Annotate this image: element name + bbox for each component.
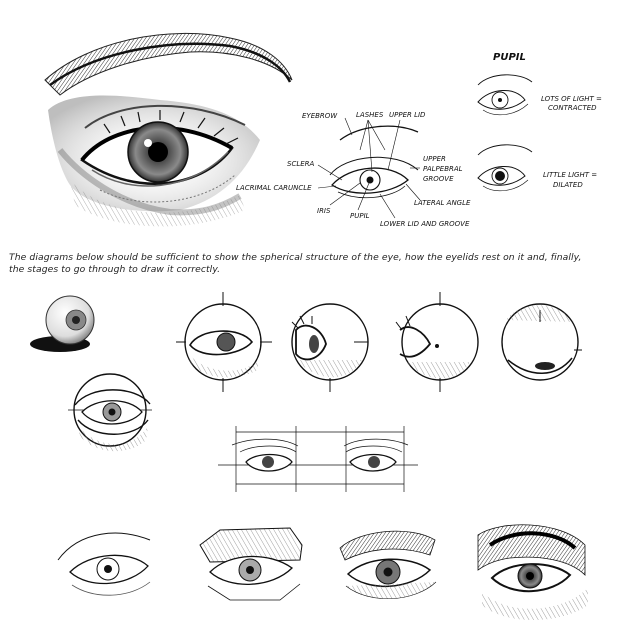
realistic-eye-drawing	[44, 33, 293, 227]
sphere-studies	[30, 292, 582, 452]
sphere-looking-down	[501, 303, 582, 381]
stage-2-planes	[199, 527, 303, 601]
pupil-state-2-line-2: DILATED	[553, 181, 583, 189]
sphere-three-quarter-view	[395, 292, 479, 392]
eyebrow-shading	[44, 33, 293, 96]
label-upper-lid: UPPER LID	[389, 111, 426, 119]
label-upper-palpebral-groove-2: PALPEBRAL	[423, 165, 463, 173]
explanatory-caption: The diagrams below should be sufficient …	[9, 252, 613, 276]
label-sclera: SCLERA	[287, 160, 315, 168]
label-upper-palpebral-groove-3: GROOVE	[423, 175, 454, 183]
label-lateral-angle: LATERAL ANGLE	[414, 199, 471, 207]
drawing-stages-row	[57, 524, 588, 620]
label-lower-lid-and-groove: LOWER LID AND GROOVE	[380, 220, 470, 228]
label-lashes: LASHES	[356, 111, 384, 119]
eyes-construction-guide	[218, 426, 418, 492]
pupil-state-1-line-1: LOTS OF LIGHT =	[541, 95, 602, 103]
label-upper-palpebral-groove-1: UPPER	[423, 155, 446, 163]
lashes-strokes	[103, 110, 239, 145]
caption-line-1: The diagrams below should be sufficient …	[9, 252, 582, 263]
label-iris: IRIS	[317, 207, 331, 215]
stage-4-finished	[477, 524, 588, 620]
pupil-panel: PUPIL LOTS OF LIGHT = CONTRACTED LITTLE …	[477, 52, 602, 192]
caption-line-2: the stages to go through to draw it corr…	[9, 264, 221, 275]
pupil-state-1-line-2: CONTRACTED	[548, 104, 597, 112]
label-lacrimal-caruncle: LACRIMAL CARUNCLE	[236, 184, 312, 192]
sphere-with-eyelids	[68, 373, 152, 452]
pupil-state-2-line-1: LITTLE LIGHT =	[543, 171, 597, 179]
stage-1-outline	[57, 532, 151, 596]
label-pupil: PUPIL	[350, 212, 370, 220]
labeled-eye-diagram: EYEBROW LASHES UPPER LID SCLERA UPPER PA…	[236, 111, 471, 228]
sphere-front-view	[176, 292, 272, 392]
pupil-title: PUPIL	[493, 52, 526, 63]
stage-3-shading	[339, 530, 437, 600]
sphere-side-view	[291, 303, 369, 392]
eyeball-with-shadow	[30, 295, 95, 352]
label-eyebrow: EYEBROW	[302, 112, 338, 120]
pupil-shape	[148, 142, 168, 162]
